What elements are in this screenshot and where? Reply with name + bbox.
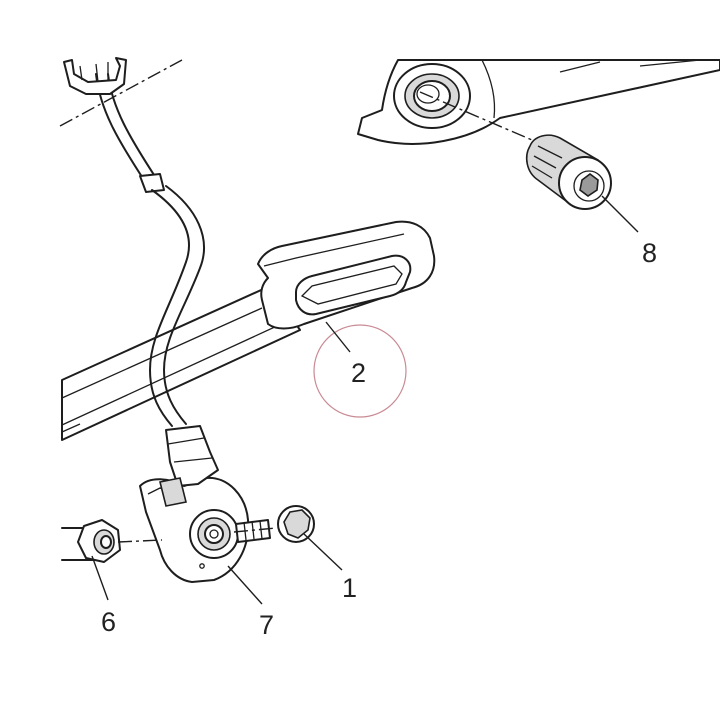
sensor-cable bbox=[63, 57, 205, 427]
part-6-nut bbox=[61, 519, 163, 563]
part-1-flange-bolt bbox=[233, 505, 315, 543]
leader-lines bbox=[91, 195, 639, 605]
part-8-socket-screw bbox=[525, 134, 612, 210]
highlight-circle bbox=[313, 324, 407, 418]
callout-label-1: 1 bbox=[342, 573, 357, 603]
leader-8 bbox=[601, 195, 639, 233]
callout-label-2: 2 bbox=[351, 358, 366, 388]
leader-1 bbox=[303, 533, 343, 571]
leader-6 bbox=[91, 555, 109, 601]
callout-label-8: 8 bbox=[642, 238, 657, 268]
part-2-shift-pedal bbox=[257, 220, 436, 330]
reference-axis bbox=[59, 59, 183, 127]
leader-7 bbox=[227, 565, 263, 605]
callout-label-6: 6 bbox=[101, 607, 116, 637]
shift-rod bbox=[61, 285, 301, 441]
part-7-gear-sensor bbox=[139, 425, 250, 583]
callout-label-7: 7 bbox=[259, 610, 274, 640]
leader-2 bbox=[325, 321, 351, 353]
frame-bracket bbox=[357, 59, 720, 145]
